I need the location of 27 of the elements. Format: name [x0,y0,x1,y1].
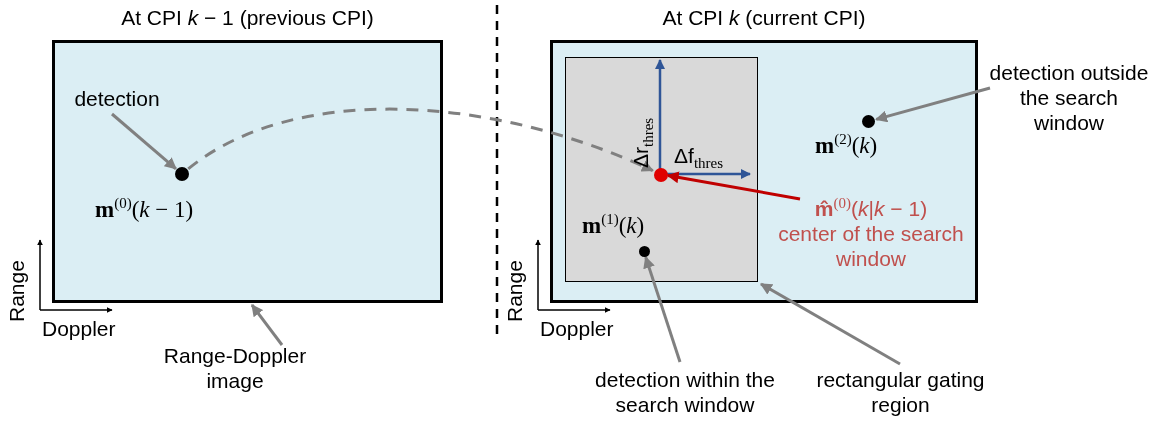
panel-heading: At CPI k − 1 (previous CPI) [120,5,375,31]
axis-label: Range [502,260,527,322]
arrow [643,256,682,363]
detection-dot [639,246,650,257]
annotation-text: center of the search window [777,221,965,272]
predicted-center-dot [654,168,668,182]
arrow [759,282,901,366]
annotation-text: rectangular gating region [815,367,986,418]
axis-label: Doppler [540,316,614,342]
threshold-label: Δf$_{thres}$ [674,143,724,173]
axis-label: Range [4,260,29,322]
math-label: m̂$^{(0)}$(k|k − 1) [813,194,929,222]
arrow [250,304,284,346]
math-label: m$^{(0)}$(k − 1) [95,194,194,224]
arrow [666,171,801,201]
arrow [111,112,177,170]
math-label: m$^{(2)}$(k) [815,130,878,160]
panel-heading: At CPI k (current CPI) [661,5,867,31]
gating-region [565,57,758,282]
arrow [875,86,991,123]
annotation-text: detection within the search window [594,367,776,418]
annotation-text: detection outside the search window [988,60,1150,136]
dashed-arrow [187,107,654,172]
annotation-text: Range-Doppler image [162,343,308,394]
axis-label: Doppler [42,316,116,342]
math-label: m$^{(1)}$(k) [582,210,645,240]
annotation-text: detection [73,86,161,112]
